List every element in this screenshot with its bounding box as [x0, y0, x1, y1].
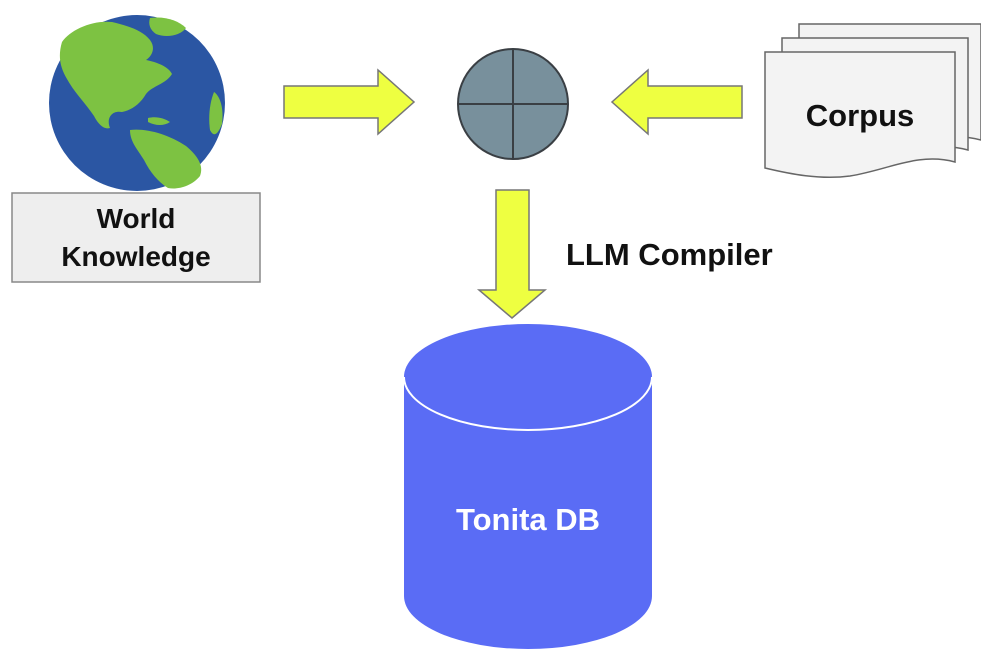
- globe-icon: [49, 15, 225, 191]
- world-knowledge-line2: Knowledge: [61, 241, 210, 272]
- llm-compiler-label: LLM Compiler: [566, 237, 773, 272]
- arrow-right: [283, 68, 416, 136]
- database-cylinder-icon: Tonita DB: [403, 324, 653, 649]
- arrow-down: [476, 189, 548, 319]
- sum-circle-icon: [457, 48, 569, 160]
- world-knowledge-line1: World: [97, 203, 176, 234]
- arrow-left: [610, 68, 743, 136]
- world-knowledge-label-box: World Knowledge: [11, 192, 261, 283]
- document-stack-icon: Corpus: [764, 23, 981, 179]
- corpus-label: Corpus: [806, 98, 915, 133]
- database-label: Tonita DB: [456, 502, 600, 537]
